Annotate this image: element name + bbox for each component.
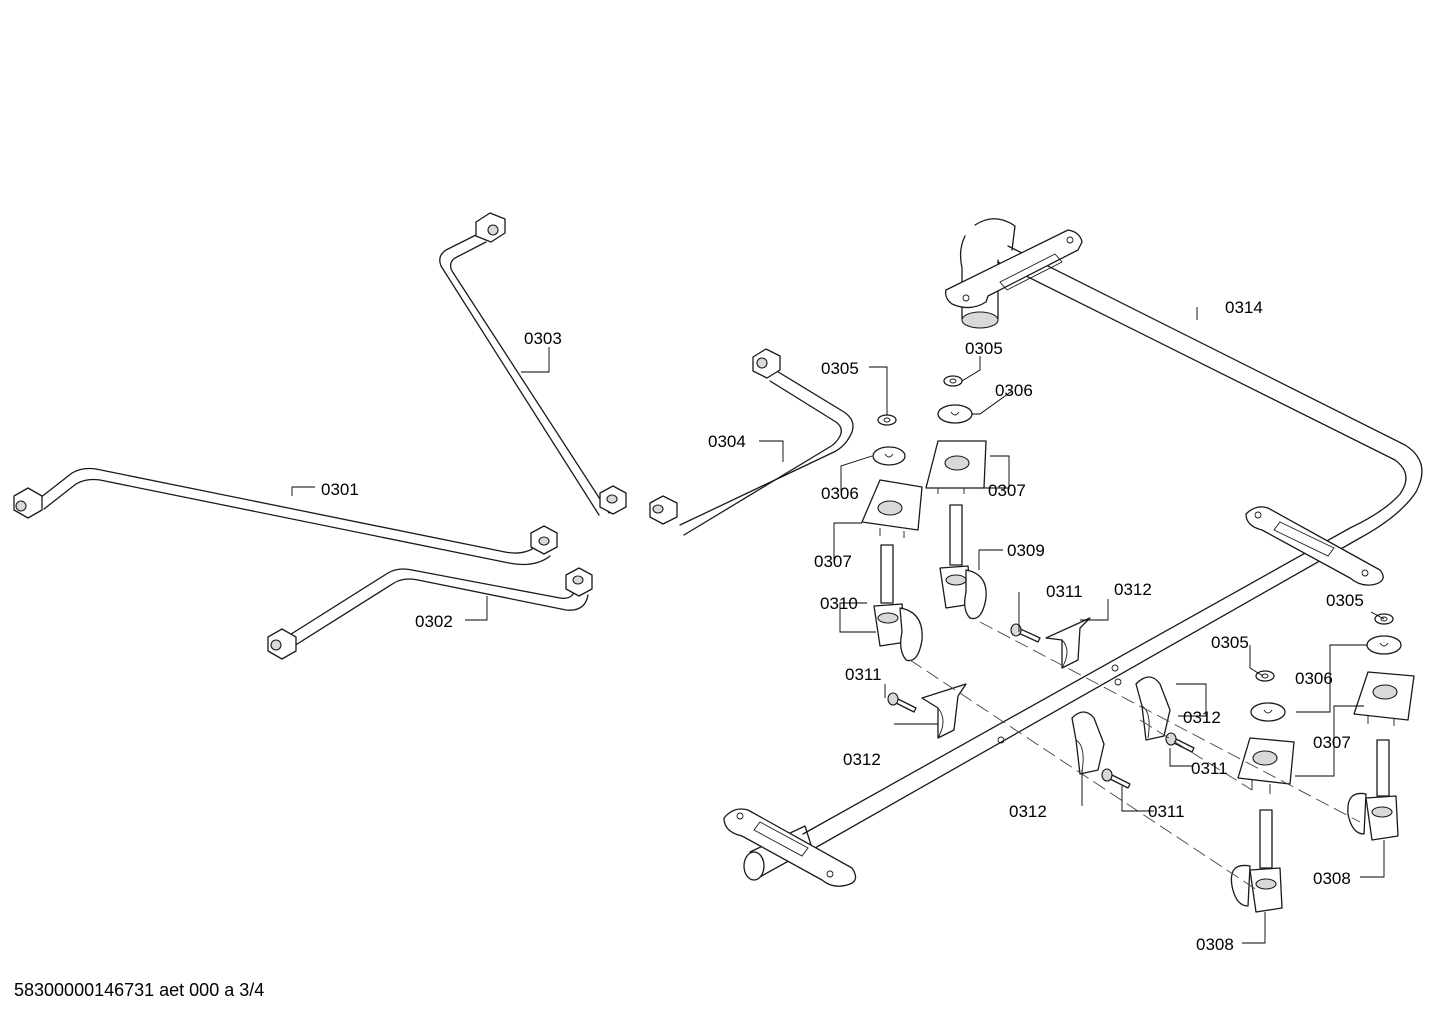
callout-labels: 0301 0302 0303 0304 0305 0305 0305 0305 … — [321, 298, 1364, 954]
leader-lines — [291, 307, 1385, 944]
callout-0311: 0311 — [845, 665, 882, 684]
callout-0303: 0303 — [524, 329, 562, 348]
callout-0309: 0309 — [1007, 541, 1045, 560]
washer-0306 — [937, 404, 973, 424]
clip-0312 — [1135, 676, 1171, 741]
gas-pipe-0301 — [13, 467, 558, 566]
washer-0306 — [872, 446, 906, 466]
pipe-nut-icon — [13, 487, 43, 519]
callout-0306: 0306 — [995, 381, 1033, 400]
gas-tap-0309 — [939, 504, 987, 620]
callout-0302: 0302 — [415, 612, 453, 631]
valve-plate-0307 — [925, 440, 987, 494]
callout-0311: 0311 — [1148, 802, 1185, 821]
valve-plate-0307 — [861, 479, 923, 538]
manifold-rail-0314 — [723, 218, 1423, 887]
callout-0301: 0301 — [321, 480, 359, 499]
callout-0308: 0308 — [1196, 935, 1234, 954]
washer-0306 — [1366, 635, 1402, 655]
gas-pipe-0304 — [649, 348, 854, 536]
pipe-nut-icon — [565, 567, 593, 597]
callout-0305: 0305 — [965, 339, 1003, 358]
callout-0312: 0312 — [1114, 580, 1152, 599]
pipe-nut-icon — [599, 485, 627, 515]
pipe-nut-icon — [649, 495, 678, 525]
document-id: 58300000146731 aet 000 a 3/4 — [14, 980, 265, 1000]
retaining-washer-0305 — [943, 375, 963, 387]
valve-plate-0307 — [1237, 737, 1295, 794]
callout-0311: 0311 — [1191, 759, 1228, 778]
washer-0306 — [1250, 702, 1286, 722]
callout-0311: 0311 — [1046, 582, 1083, 601]
callout-0314: 0314 — [1225, 298, 1263, 317]
callout-0312: 0312 — [1009, 802, 1047, 821]
callout-0306: 0306 — [1295, 669, 1333, 688]
callout-0305: 0305 — [1326, 591, 1364, 610]
mounting-bracket-icon — [944, 229, 1083, 309]
callout-0308: 0308 — [1313, 869, 1351, 888]
callout-0310: 0310 — [820, 594, 858, 613]
callout-0312: 0312 — [1183, 708, 1221, 727]
gas-pipe-0302 — [267, 567, 593, 660]
callout-0307: 0307 — [814, 552, 852, 571]
mounting-bracket-icon — [1245, 506, 1384, 586]
gas-pipe-0303 — [439, 212, 627, 516]
callout-0304: 0304 — [708, 432, 746, 451]
valve-plate-0307 — [1353, 671, 1415, 726]
callout-0307: 0307 — [1313, 733, 1351, 752]
gas-tap-0308 — [1347, 739, 1399, 841]
clip-0312 — [1045, 617, 1091, 669]
mounting-bracket-icon — [723, 808, 857, 887]
callout-0305: 0305 — [1211, 633, 1249, 652]
callout-0305: 0305 — [821, 359, 859, 378]
assembly-axis-lines — [909, 621, 1361, 893]
retaining-washer-0305 — [1255, 670, 1275, 682]
callout-0307: 0307 — [988, 481, 1026, 500]
gas-tap-0308 — [1230, 809, 1283, 913]
callout-0312: 0312 — [843, 750, 881, 769]
pipe-nut-icon — [267, 628, 297, 660]
callout-0306: 0306 — [821, 484, 859, 503]
pipe-nut-icon — [752, 348, 781, 379]
pipe-nut-icon — [475, 212, 506, 243]
retaining-washer-0305 — [877, 414, 897, 426]
screw-0311 — [887, 692, 917, 713]
screw-0311 — [1101, 768, 1131, 789]
pipe-nut-icon — [530, 525, 558, 555]
gas-tap-0310 — [873, 544, 923, 662]
clip-0312 — [921, 683, 967, 739]
screw-0311 — [1010, 623, 1041, 643]
clip-0312 — [1071, 711, 1105, 775]
